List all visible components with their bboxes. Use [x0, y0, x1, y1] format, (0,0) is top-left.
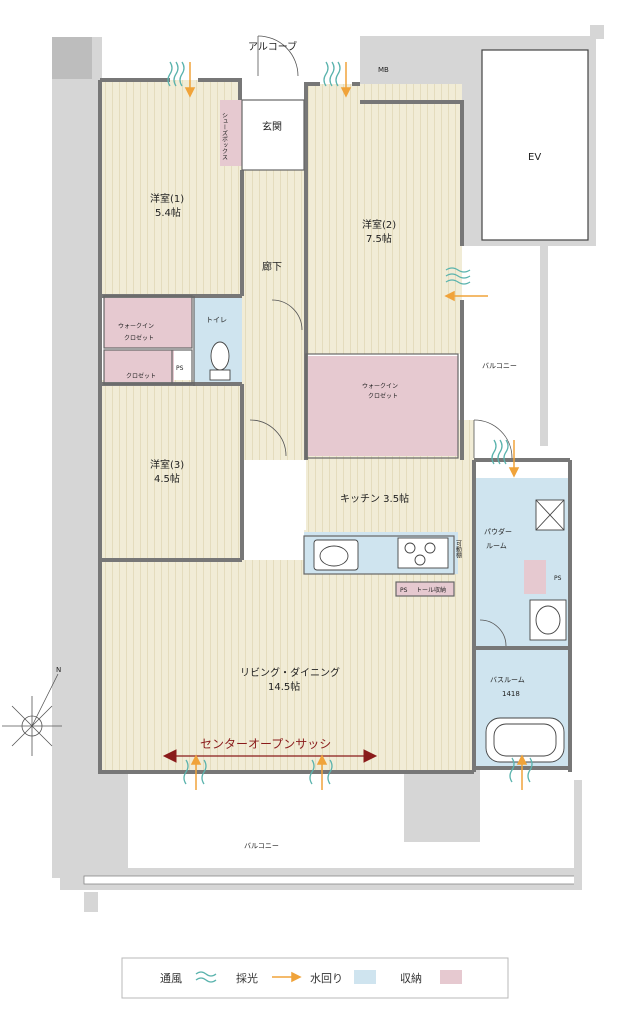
center-sash-arrow [162, 749, 378, 763]
outer-structure [52, 25, 604, 912]
label-toll-storage: トール収納 [416, 586, 446, 594]
label-walkin2-line2: クロゼット [368, 392, 398, 400]
label-toilet: トイレ [206, 316, 227, 324]
legend-storage-label: 収納 [400, 972, 422, 985]
label-north: N [56, 666, 61, 674]
label-balcony-side: バルコニー [482, 362, 517, 370]
doors [249, 35, 513, 647]
label-room2-name: 洋室(2) [362, 218, 396, 231]
label-bath-line2: 1418 [502, 690, 520, 698]
label-shoes-box: シューズボックス [221, 112, 228, 160]
floor-areas [102, 80, 474, 772]
label-ev: EV [528, 152, 541, 163]
label-ps3: PS [554, 575, 562, 582]
label-mb: MB [378, 66, 389, 74]
legend: 通風 採光 水回り 収納 [121, 957, 509, 999]
legend-storage-swatch [440, 970, 462, 984]
thin-walls [103, 99, 459, 597]
label-center-sash: センターオープンサッシ [200, 737, 331, 751]
legend-lighting-icon [272, 971, 302, 983]
label-room3-size: 4.5帖 [154, 472, 180, 485]
label-powder-line2: ルーム [486, 542, 507, 550]
label-living-size: 14.5帖 [268, 680, 300, 693]
label-walkin2-line1: ウォークイン [362, 382, 398, 390]
label-living-name: リビング・ダイニング [240, 666, 340, 679]
walls [98, 78, 572, 774]
label-entrance: 玄関 [262, 120, 282, 133]
label-bath-line1: バスルーム [490, 676, 525, 684]
label-alcove: アルコーブ [248, 40, 297, 53]
legend-water-swatch [354, 970, 376, 984]
label-kitchen: キッチン 3.5帖 [340, 492, 409, 505]
label-closet: クロゼット [126, 372, 156, 380]
label-walkin1-line2: クロゼット [124, 334, 154, 342]
label-balcony-bottom: バルコニー [244, 842, 279, 850]
label-room1-size: 5.4帖 [155, 206, 181, 219]
label-walkin1-line1: ウォークイン [118, 322, 154, 330]
legend-ventilation-icon [195, 971, 217, 983]
light-arrows [184, 62, 528, 790]
label-room3-name: 洋室(3) [150, 458, 184, 471]
fixtures [209, 341, 567, 763]
label-room2-size: 7.5帖 [366, 232, 392, 245]
storage-areas [104, 100, 546, 596]
legend-water-label: 水回り [310, 972, 343, 985]
compass-icon [2, 673, 62, 756]
room-labels: アルコーブ MB EV シューズボックス 玄関 洋室(1) 5.4帖 洋室(2)… [118, 40, 562, 850]
label-hallway: 廊下 [262, 260, 282, 273]
breeze-icons [167, 61, 533, 785]
legend-ventilation-label: 通風 [160, 972, 182, 985]
label-movable-shelf: 可動棚 [455, 540, 462, 559]
label-ps1: PS [176, 365, 184, 372]
label-powder-line1: パウダー [484, 527, 512, 536]
label-ps2: PS [400, 587, 408, 594]
label-room1-name: 洋室(1) [150, 192, 184, 205]
legend-lighting-label: 採光 [236, 971, 258, 985]
